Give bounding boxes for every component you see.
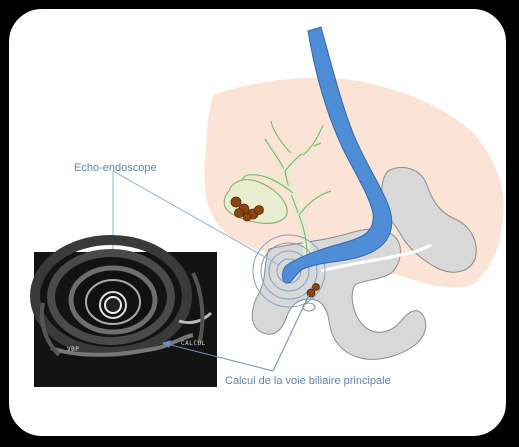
endoscope-label: Echo-endoscope — [74, 162, 157, 174]
stone-label: Calcul de la voie biliaire principale — [225, 375, 391, 387]
eus-diagram — [9, 9, 506, 436]
ultrasound-calcul-label: CALCUL — [181, 340, 206, 347]
ultrasound-vbp-label: VBP — [67, 346, 79, 353]
ultrasound-image — [34, 240, 217, 387]
figure-card: Echo-endoscope Calcul de la voie biliair… — [6, 6, 509, 439]
